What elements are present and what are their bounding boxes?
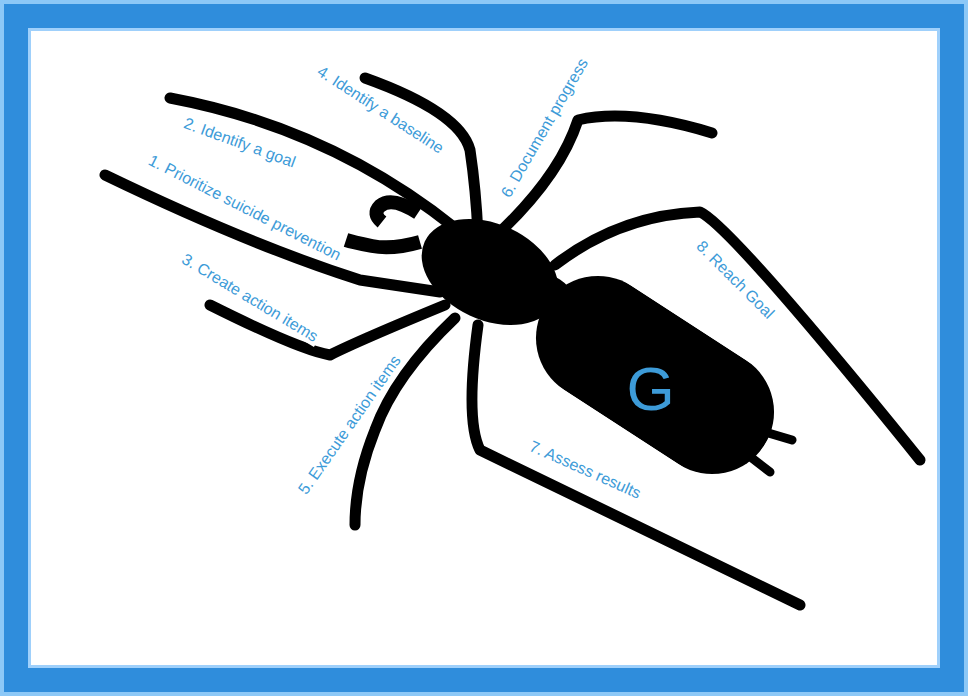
step-label: 6. Document progress [497,54,593,203]
abdomen-letter: G [521,356,781,422]
step-label: 2. Identify a goal [180,114,300,172]
step-label: 4. Identify a baseline [312,61,448,158]
spider-pincer [376,202,418,222]
step-label: 1. Prioritize suicide prevention [144,151,346,266]
step-label: 7. Assess results [525,437,646,504]
spider-leg [355,318,455,525]
step-label: 5. Execute action items [294,350,406,499]
spider-leg [210,305,445,355]
spider-pincer [346,240,420,247]
spider-leg [105,175,440,292]
step-label: 8. Reach Goal [691,236,779,324]
spider-leg [170,98,455,228]
step-label: 3. Create action items [177,249,323,347]
